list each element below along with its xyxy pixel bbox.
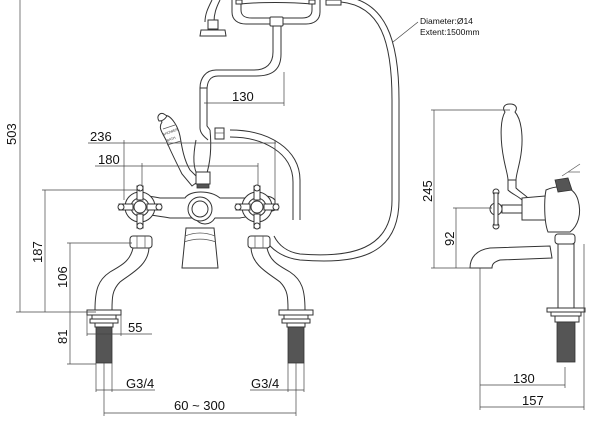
side-dimensions: 245 92 130 157 [420,109,585,410]
dim-flange-width: 55 [128,320,142,335]
side-view: 245 92 130 157 [420,103,586,410]
right-valve [234,184,306,311]
dim-overall-height: 245 [420,180,435,202]
hose-annotation: Diameter:Ø14 Extent:1500mm [392,16,480,43]
dim-handset-offset: 130 [232,89,254,104]
left-valve [94,184,163,311]
right-shank [278,309,314,364]
dim-total-height: 503 [4,123,19,145]
dim-centres-range: 60 ~ 300 [174,398,225,413]
front-view: SHOWER BATH [4,0,480,416]
mixer-body [129,191,276,269]
dim-spout-height: 92 [442,232,457,246]
hose-extent-note: Extent:1500mm [420,27,480,37]
shower-hose [214,0,400,262]
front-dimensions: 503 130 236 180 187 106 [4,0,305,416]
diverter-lever: SHOWER BATH [157,113,211,189]
dim-projection-to-shank: 130 [513,371,535,386]
dim-body-width: 236 [90,129,112,144]
dim-thread-right: G3/4 [251,376,279,391]
dim-shank-length: 81 [55,330,70,344]
shower-handset [199,0,342,37]
handle-label-shower: SHOWER [162,127,179,136]
dim-valve-height: 187 [30,241,45,263]
left-shank [86,309,122,364]
riser-pipe [193,26,282,177]
dim-union-height: 106 [55,266,70,288]
dim-total-depth: 157 [522,393,544,408]
handle-label-bath: BATH [166,136,176,143]
dim-valve-centres: 180 [98,152,120,167]
dim-thread-left: G3/4 [126,376,154,391]
hose-diameter-note: Diameter:Ø14 [420,16,473,26]
